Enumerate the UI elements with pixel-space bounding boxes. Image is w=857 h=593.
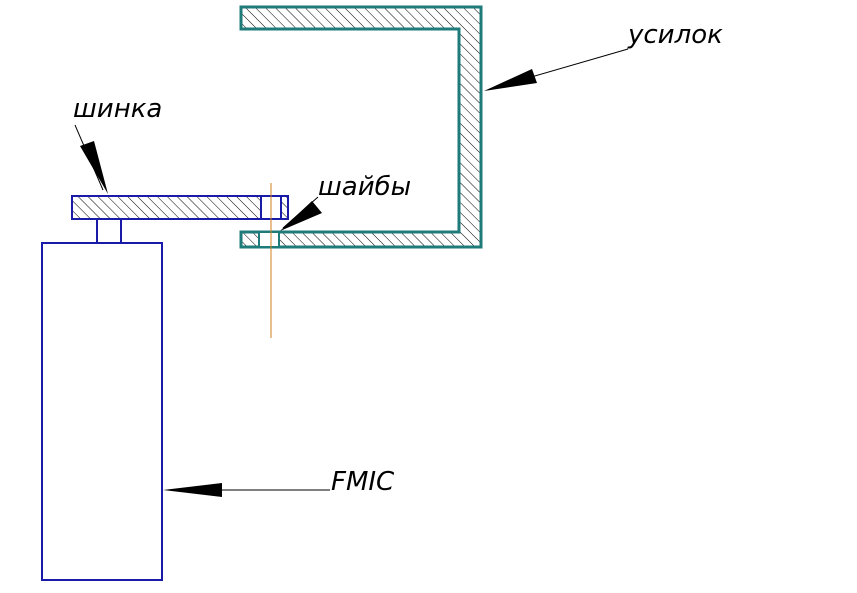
- arrow-icon: [163, 483, 222, 497]
- arrow-icon: [80, 141, 108, 194]
- leader-shinka: [74, 124, 108, 194]
- bar-body: [71, 195, 289, 220]
- leader-usilok: [484, 48, 629, 91]
- leader-fmic: [163, 483, 330, 497]
- label-shinka: шинка: [73, 94, 162, 124]
- arrow-icon: [280, 201, 322, 231]
- bracket-usilok: [239, 5, 483, 249]
- bar-shinka: [71, 195, 289, 220]
- label-shayby: шайбы: [318, 172, 411, 202]
- label-usilok: усилок: [627, 20, 723, 50]
- arrow-icon: [484, 69, 537, 91]
- bracket-washer-slot: [258, 231, 280, 248]
- leader-shayby: [280, 196, 322, 231]
- label-fmic: FMIC: [331, 467, 395, 497]
- bracket-body: [239, 5, 483, 249]
- fmic-body: [41, 242, 163, 581]
- fmic-neck: [96, 218, 122, 244]
